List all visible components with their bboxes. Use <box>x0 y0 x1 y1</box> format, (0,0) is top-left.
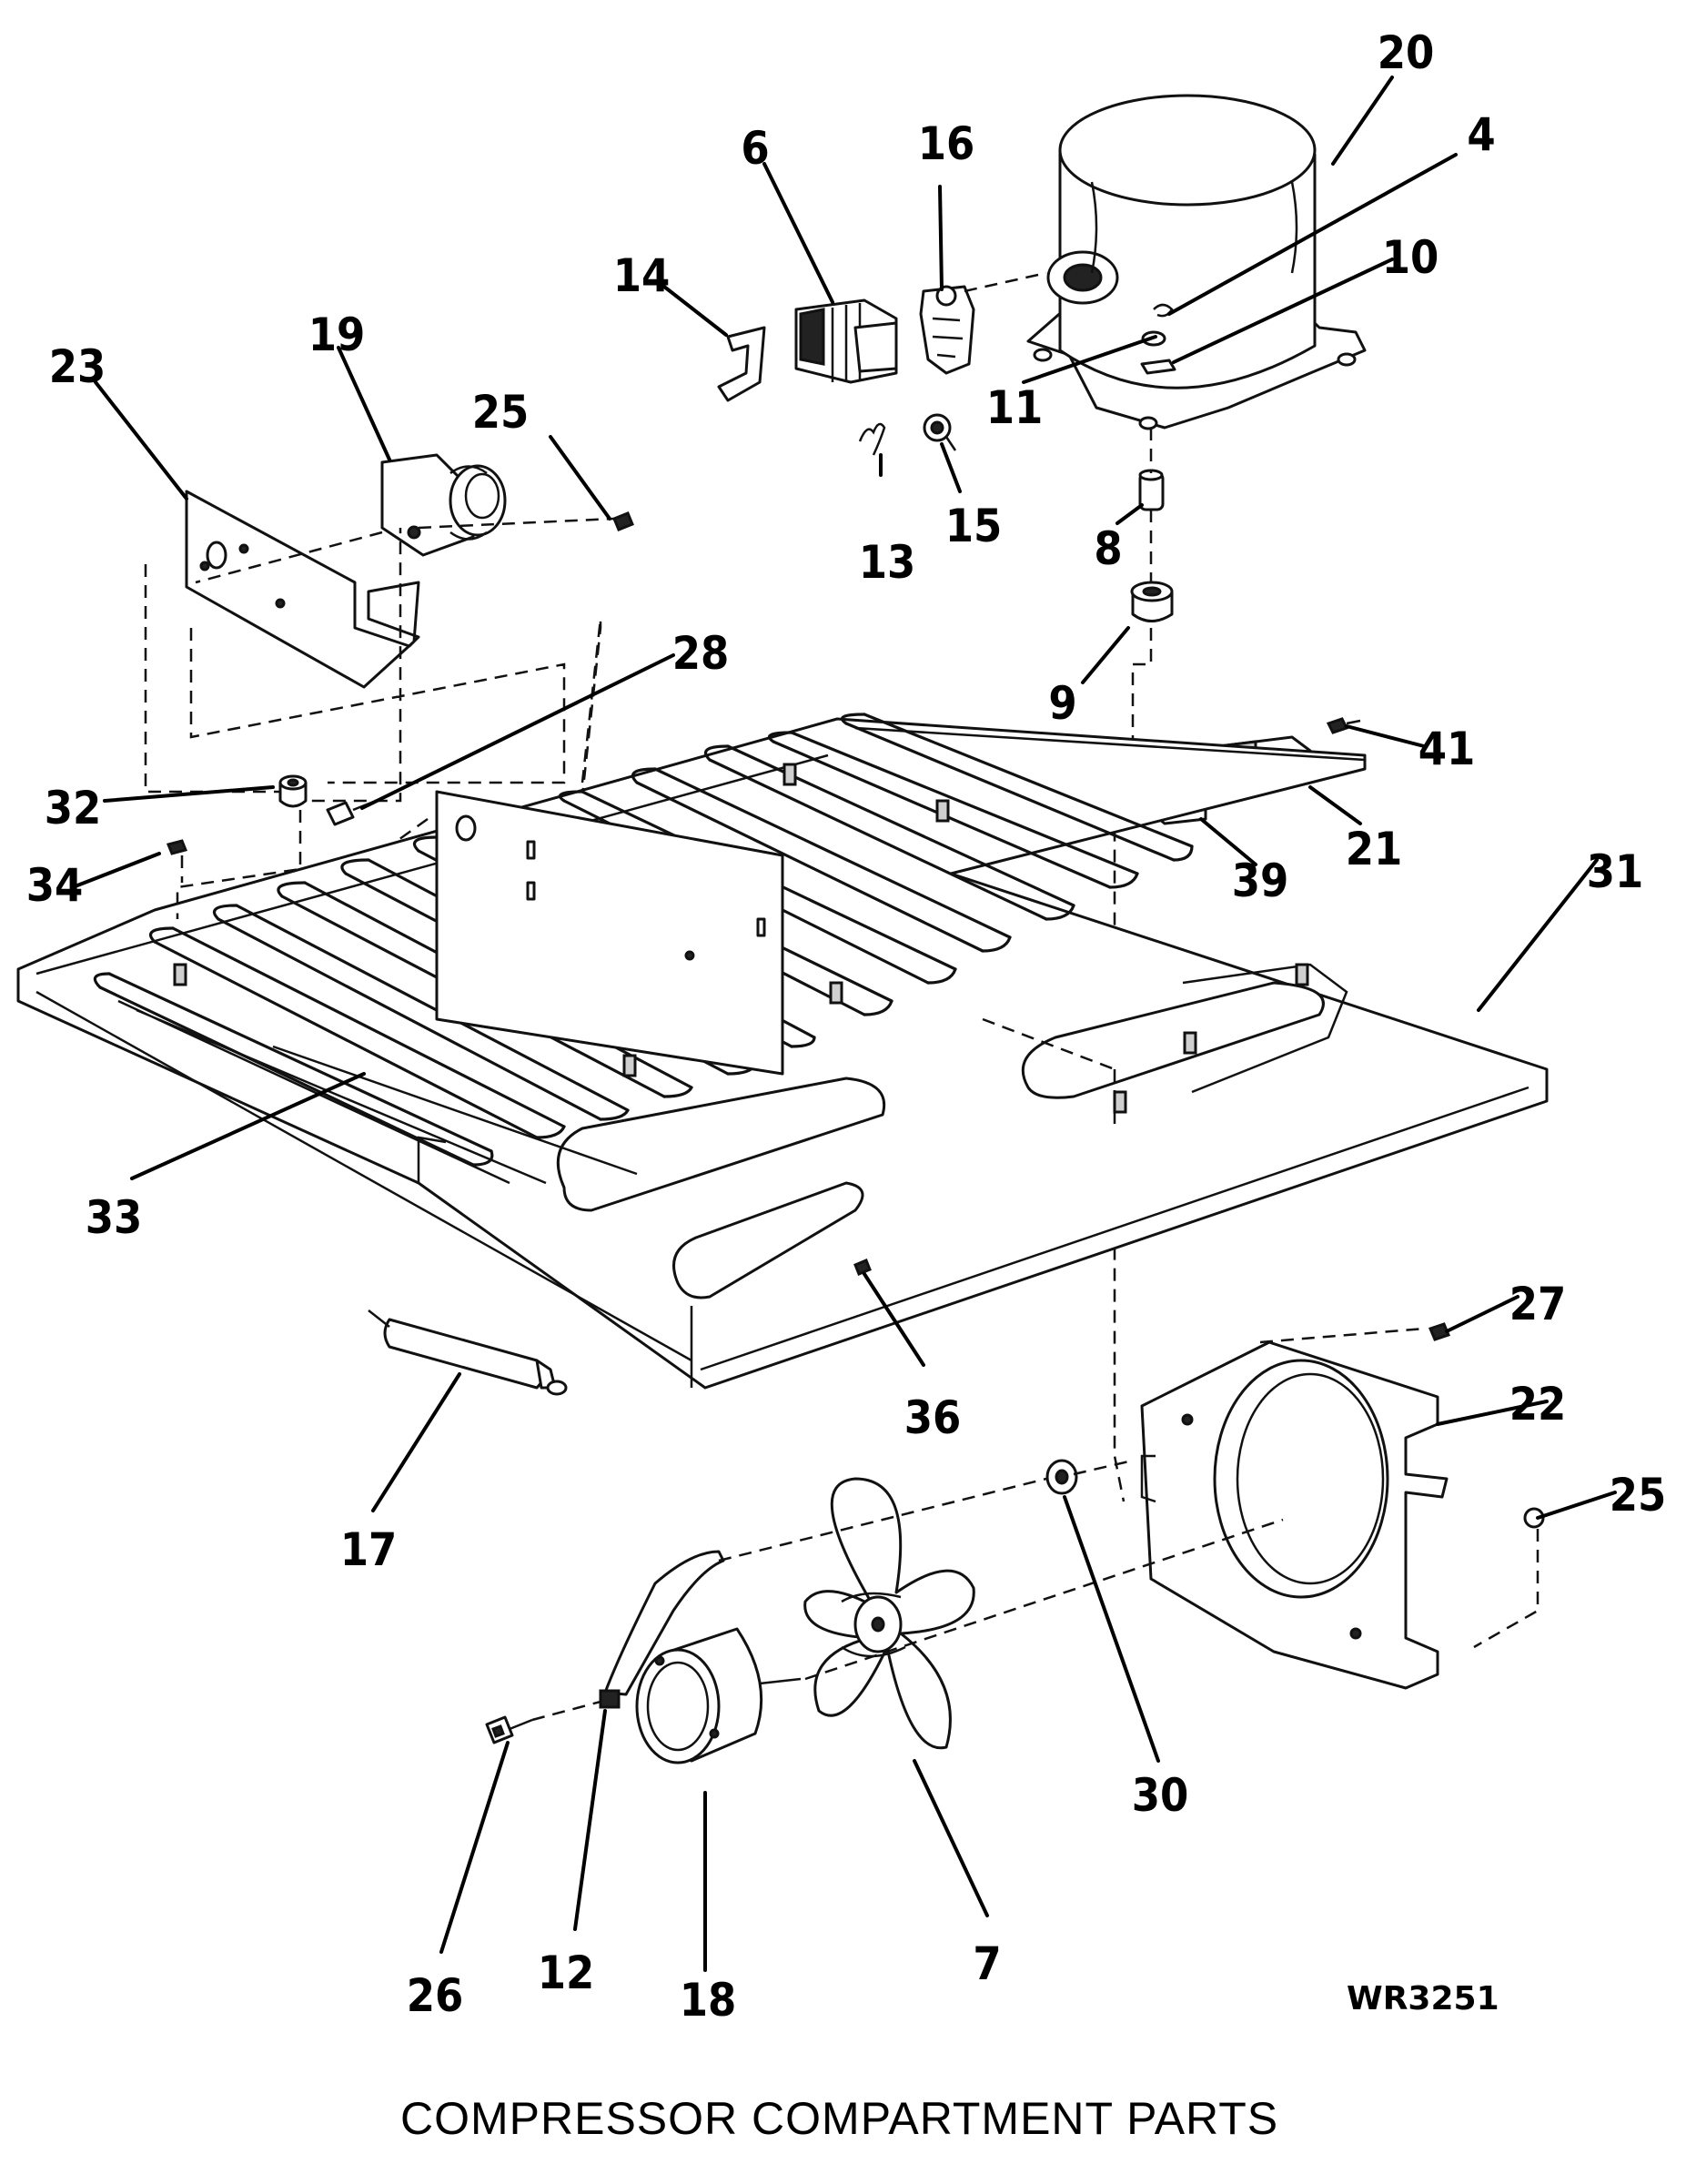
callout-27: 27 <box>1509 1278 1567 1330</box>
callout-7: 7 <box>973 1937 1001 1990</box>
callout-23: 23 <box>49 340 106 393</box>
overload-protector <box>923 413 957 451</box>
guide-line-relay <box>964 271 1047 293</box>
callout-14: 14 <box>613 249 671 302</box>
callout-9: 9 <box>1048 677 1076 730</box>
callout-26: 26 <box>407 1969 464 2022</box>
relay-clip <box>717 326 766 402</box>
callout-41: 41 <box>1418 723 1476 775</box>
callout-4: 4 <box>1467 108 1495 161</box>
callout-32: 32 <box>45 782 102 834</box>
screw-27 <box>1428 1322 1451 1341</box>
callout-20: 20 <box>1378 26 1435 79</box>
sleeve <box>1138 469 1165 511</box>
callout-31: 31 <box>1587 845 1644 898</box>
callout-25: 25 <box>472 386 530 439</box>
callout-25: 25 <box>1610 1469 1667 1522</box>
callout-16: 16 <box>918 117 975 170</box>
motor-bracket <box>599 1550 725 1709</box>
callout-19: 19 <box>308 308 366 361</box>
bracket-23 <box>185 490 420 689</box>
callout-13: 13 <box>859 536 916 589</box>
overload-assembly <box>919 285 975 375</box>
screw-41 <box>1326 717 1361 734</box>
fan-bracket <box>1140 1340 1449 1690</box>
callout-15: 15 <box>945 500 1003 552</box>
callout-18: 18 <box>680 1974 737 2027</box>
drier <box>368 1309 568 1396</box>
callout-11: 11 <box>986 381 1044 434</box>
callout-8: 8 <box>1094 522 1122 575</box>
callout-36: 36 <box>904 1391 962 1444</box>
figure-caption: COMPRESSOR COMPARTMENT PARTS <box>400 2093 1278 2144</box>
drawing-code: WR3251 <box>1347 1980 1499 2017</box>
cold-control <box>380 453 507 557</box>
callout-labels: 20 4 10 11 16 6 14 13 15 8 9 19 23 25 28… <box>26 26 1667 2027</box>
guide-line-small-parts <box>176 810 302 919</box>
callout-6: 6 <box>741 122 769 175</box>
grommet <box>1130 581 1174 622</box>
guide-line-pan <box>395 817 1116 1128</box>
guide-line-fan <box>531 1459 1284 1722</box>
callout-17: 17 <box>340 1523 398 1576</box>
baffle <box>435 790 784 1076</box>
callout-28: 28 <box>672 627 730 680</box>
leader-lines <box>71 76 1617 1972</box>
screw-26 <box>485 1715 533 1744</box>
callout-12: 12 <box>538 1946 595 1999</box>
callout-34: 34 <box>26 859 84 912</box>
screw-25a <box>612 511 634 531</box>
callout-10: 10 <box>1382 231 1439 284</box>
screw-36 <box>853 1259 872 1276</box>
fan-motor <box>635 1627 802 1764</box>
guide-line-fan-bracket <box>1259 1327 1540 1649</box>
callout-33: 33 <box>86 1191 143 1244</box>
spring-clip <box>858 422 886 456</box>
relay <box>794 298 898 384</box>
compressor <box>1026 94 1367 430</box>
callout-22: 22 <box>1509 1378 1567 1431</box>
clip-34 <box>166 839 188 855</box>
callout-39: 39 <box>1232 854 1289 907</box>
callout-30: 30 <box>1132 1769 1189 1822</box>
callout-21: 21 <box>1346 823 1403 875</box>
washer <box>1045 1459 1078 1495</box>
grommet-32 <box>278 774 308 808</box>
